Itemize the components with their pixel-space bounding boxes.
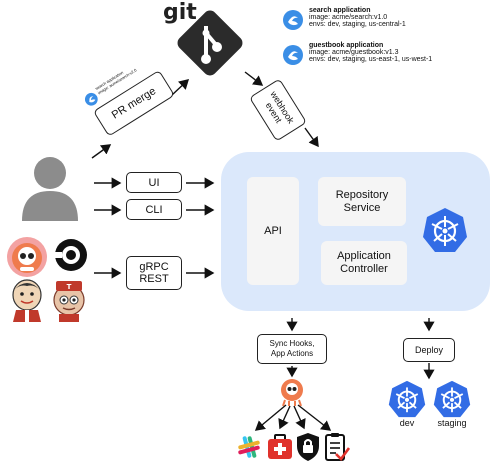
arrow-webhook-to-panel — [304, 127, 319, 148]
arrow-person-to-pr — [91, 144, 112, 159]
cluster-label-staging: staging — [437, 418, 467, 428]
pr-merge-group: search application image: acme/search:v2… — [84, 67, 177, 140]
slack-icon — [238, 436, 260, 458]
app-image: image: acme/search:v1.0 — [309, 14, 388, 21]
app-controller-line1: Application — [337, 250, 391, 262]
kustomize-icon — [283, 45, 303, 65]
repo-service-line2: Service — [343, 201, 381, 214]
git-wordmark: git — [163, 0, 197, 25]
arrow-git-to-webhook — [244, 71, 264, 86]
app-image: image: acme/guestbook:v1.3 — [309, 49, 399, 56]
arrow-argo-to-shield — [293, 405, 306, 430]
application-controller-box: Application Controller — [321, 241, 407, 285]
rest-label: REST — [139, 273, 169, 285]
repository-service-box: Repository Service — [318, 177, 406, 226]
grpc-label: gRPC — [139, 261, 169, 273]
circleci-icon — [54, 239, 87, 271]
sync-hooks-line1: Sync Hooks, — [269, 339, 315, 348]
grpc-rest-box: gRPC REST — [126, 256, 182, 290]
user-icon — [22, 157, 78, 221]
kubernetes-staging-cluster-icon — [433, 380, 471, 418]
app-title: guestbook application — [309, 42, 384, 49]
arrow-argo-to-checklist — [297, 404, 332, 431]
kustomize-icon — [283, 10, 303, 30]
first-aid-kit-icon — [268, 434, 292, 459]
argo-mascot-icon — [7, 237, 47, 277]
checklist-icon — [325, 433, 350, 461]
ui-box: UI — [126, 172, 182, 193]
cli-box: CLI — [126, 199, 182, 220]
app-title: search application — [309, 7, 371, 14]
repo-service-line1: Repository — [335, 188, 389, 201]
kubernetes-icon — [423, 208, 467, 252]
travis-ci-icon: T — [53, 281, 85, 322]
app-spec-guestbook: guestbook application image: acme/guestb… — [309, 42, 494, 63]
arrow-pr-to-git — [171, 79, 190, 96]
svg-text:T: T — [67, 283, 72, 291]
app-envs: envs: dev, staging, us-east-1, us-west-1 — [309, 56, 433, 63]
app-envs: envs: dev, staging, us-central-1 — [309, 21, 406, 28]
kubernetes-dev-cluster-icon — [388, 380, 426, 418]
api-box: API — [247, 177, 299, 285]
deploy-box: Deploy — [403, 338, 455, 362]
arrow-argo-to-kit — [278, 405, 291, 430]
jenkins-icon — [12, 279, 42, 322]
sync-hooks-box: Sync Hooks, App Actions — [257, 334, 327, 364]
argo-mascot-small-icon — [281, 379, 303, 406]
sync-hooks-line2: App Actions — [270, 349, 314, 358]
arrow-argo-to-slack — [254, 404, 287, 431]
app-spec-search: search application image: acme/search:v1… — [309, 7, 494, 28]
cluster-label-dev: dev — [399, 418, 415, 428]
shield-lock-icon — [297, 433, 319, 461]
app-controller-line2: Controller — [340, 263, 388, 275]
kustomize-icon — [84, 92, 98, 106]
git-logo-icon — [177, 10, 243, 76]
